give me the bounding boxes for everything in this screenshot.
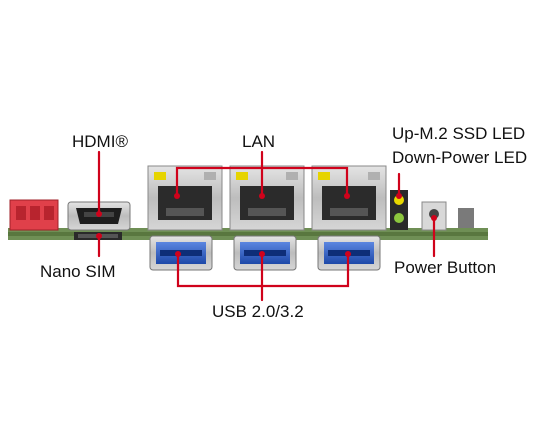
usb-port-1 <box>150 236 212 270</box>
lan-port-2 <box>230 166 304 230</box>
label-power-button: Power Button <box>394 258 496 278</box>
label-power-led: Down-Power LED <box>392 148 527 168</box>
label-nano-sim: Nano SIM <box>40 262 116 282</box>
lan-port-1 <box>148 166 222 230</box>
label-lan: LAN <box>242 132 275 152</box>
board-component <box>458 208 474 228</box>
label-hdmi: HDMI® <box>72 132 128 152</box>
red-header-connector <box>10 200 58 230</box>
usb-port-2 <box>234 236 296 270</box>
label-usb: USB 2.0/3.2 <box>212 302 304 322</box>
label-m2-ssd-led: Up-M.2 SSD LED <box>392 124 525 144</box>
